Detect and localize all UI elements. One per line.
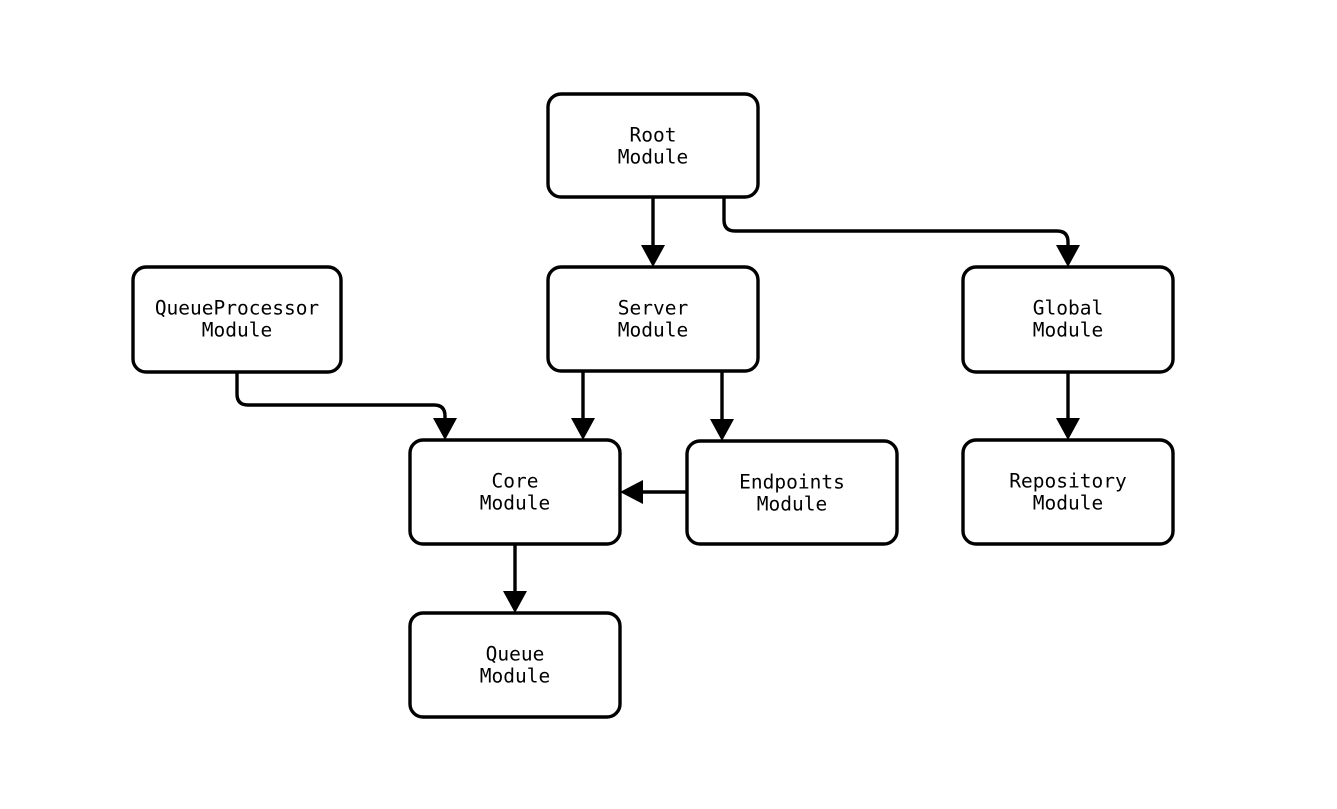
node-queue-module[interactable]: Queue Module [408,611,622,719]
node-server-module[interactable]: Server Module [546,265,760,373]
edge-core-queue [503,544,527,613]
edge-endpoints-core [620,480,687,504]
node-queueprocessor-module[interactable]: QueueProcessor Module [131,265,343,374]
node-label-line2: Module [757,493,827,516]
edge-root-server [641,197,665,267]
node-label-line2: Module [480,492,550,515]
node-label-line2: Module [1033,319,1103,342]
node-label-line1: Repository [1009,470,1126,493]
node-label-line1: Endpoints [739,471,845,494]
node-endpoints-module[interactable]: Endpoints Module [685,439,899,546]
node-label-line1: Root [630,124,677,147]
arrowhead [1056,245,1080,267]
node-label-line1: Queue [486,643,545,666]
arrowhead [620,480,643,504]
edge-server-endpoints [710,371,734,441]
node-box[interactable] [546,265,760,373]
node-label-line1: Global [1033,297,1103,320]
arrowhead [433,418,457,440]
edge-root-global [722,197,1080,267]
node-label-line2: Module [1033,492,1103,515]
edge-layer [235,197,1080,613]
node-label-line2: Module [202,319,272,342]
node-root-module[interactable]: Root Module [546,92,760,199]
node-box[interactable] [685,439,899,546]
node-label-line2: Module [618,146,688,169]
node-box[interactable] [408,611,622,719]
node-label-line1: Core [492,470,539,493]
node-layer: Root Module QueueProcessor Module Server… [131,92,1175,719]
node-label-line1: QueueProcessor [155,297,319,320]
node-label-line1: Server [618,297,688,320]
edge-line [235,372,447,425]
node-box[interactable] [546,92,760,199]
arrowhead [571,418,595,440]
node-core-module[interactable]: Core Module [408,438,622,546]
node-label-line2: Module [618,319,688,342]
arrowhead [641,245,665,267]
node-label-line2: Module [480,665,550,688]
edge-server-core [571,371,595,440]
edge-line [722,197,1070,252]
node-box[interactable] [131,265,343,374]
arrowhead [1056,418,1080,440]
node-box[interactable] [408,438,622,546]
node-global-module[interactable]: Global Module [961,265,1175,374]
node-repository-module[interactable]: Repository Module [961,438,1175,546]
node-box[interactable] [961,265,1175,374]
arrowhead [503,591,527,613]
edge-global-repository [1056,372,1080,440]
arrowhead [710,419,734,441]
node-box[interactable] [961,438,1175,546]
edge-queueprocessor-core [235,372,457,440]
